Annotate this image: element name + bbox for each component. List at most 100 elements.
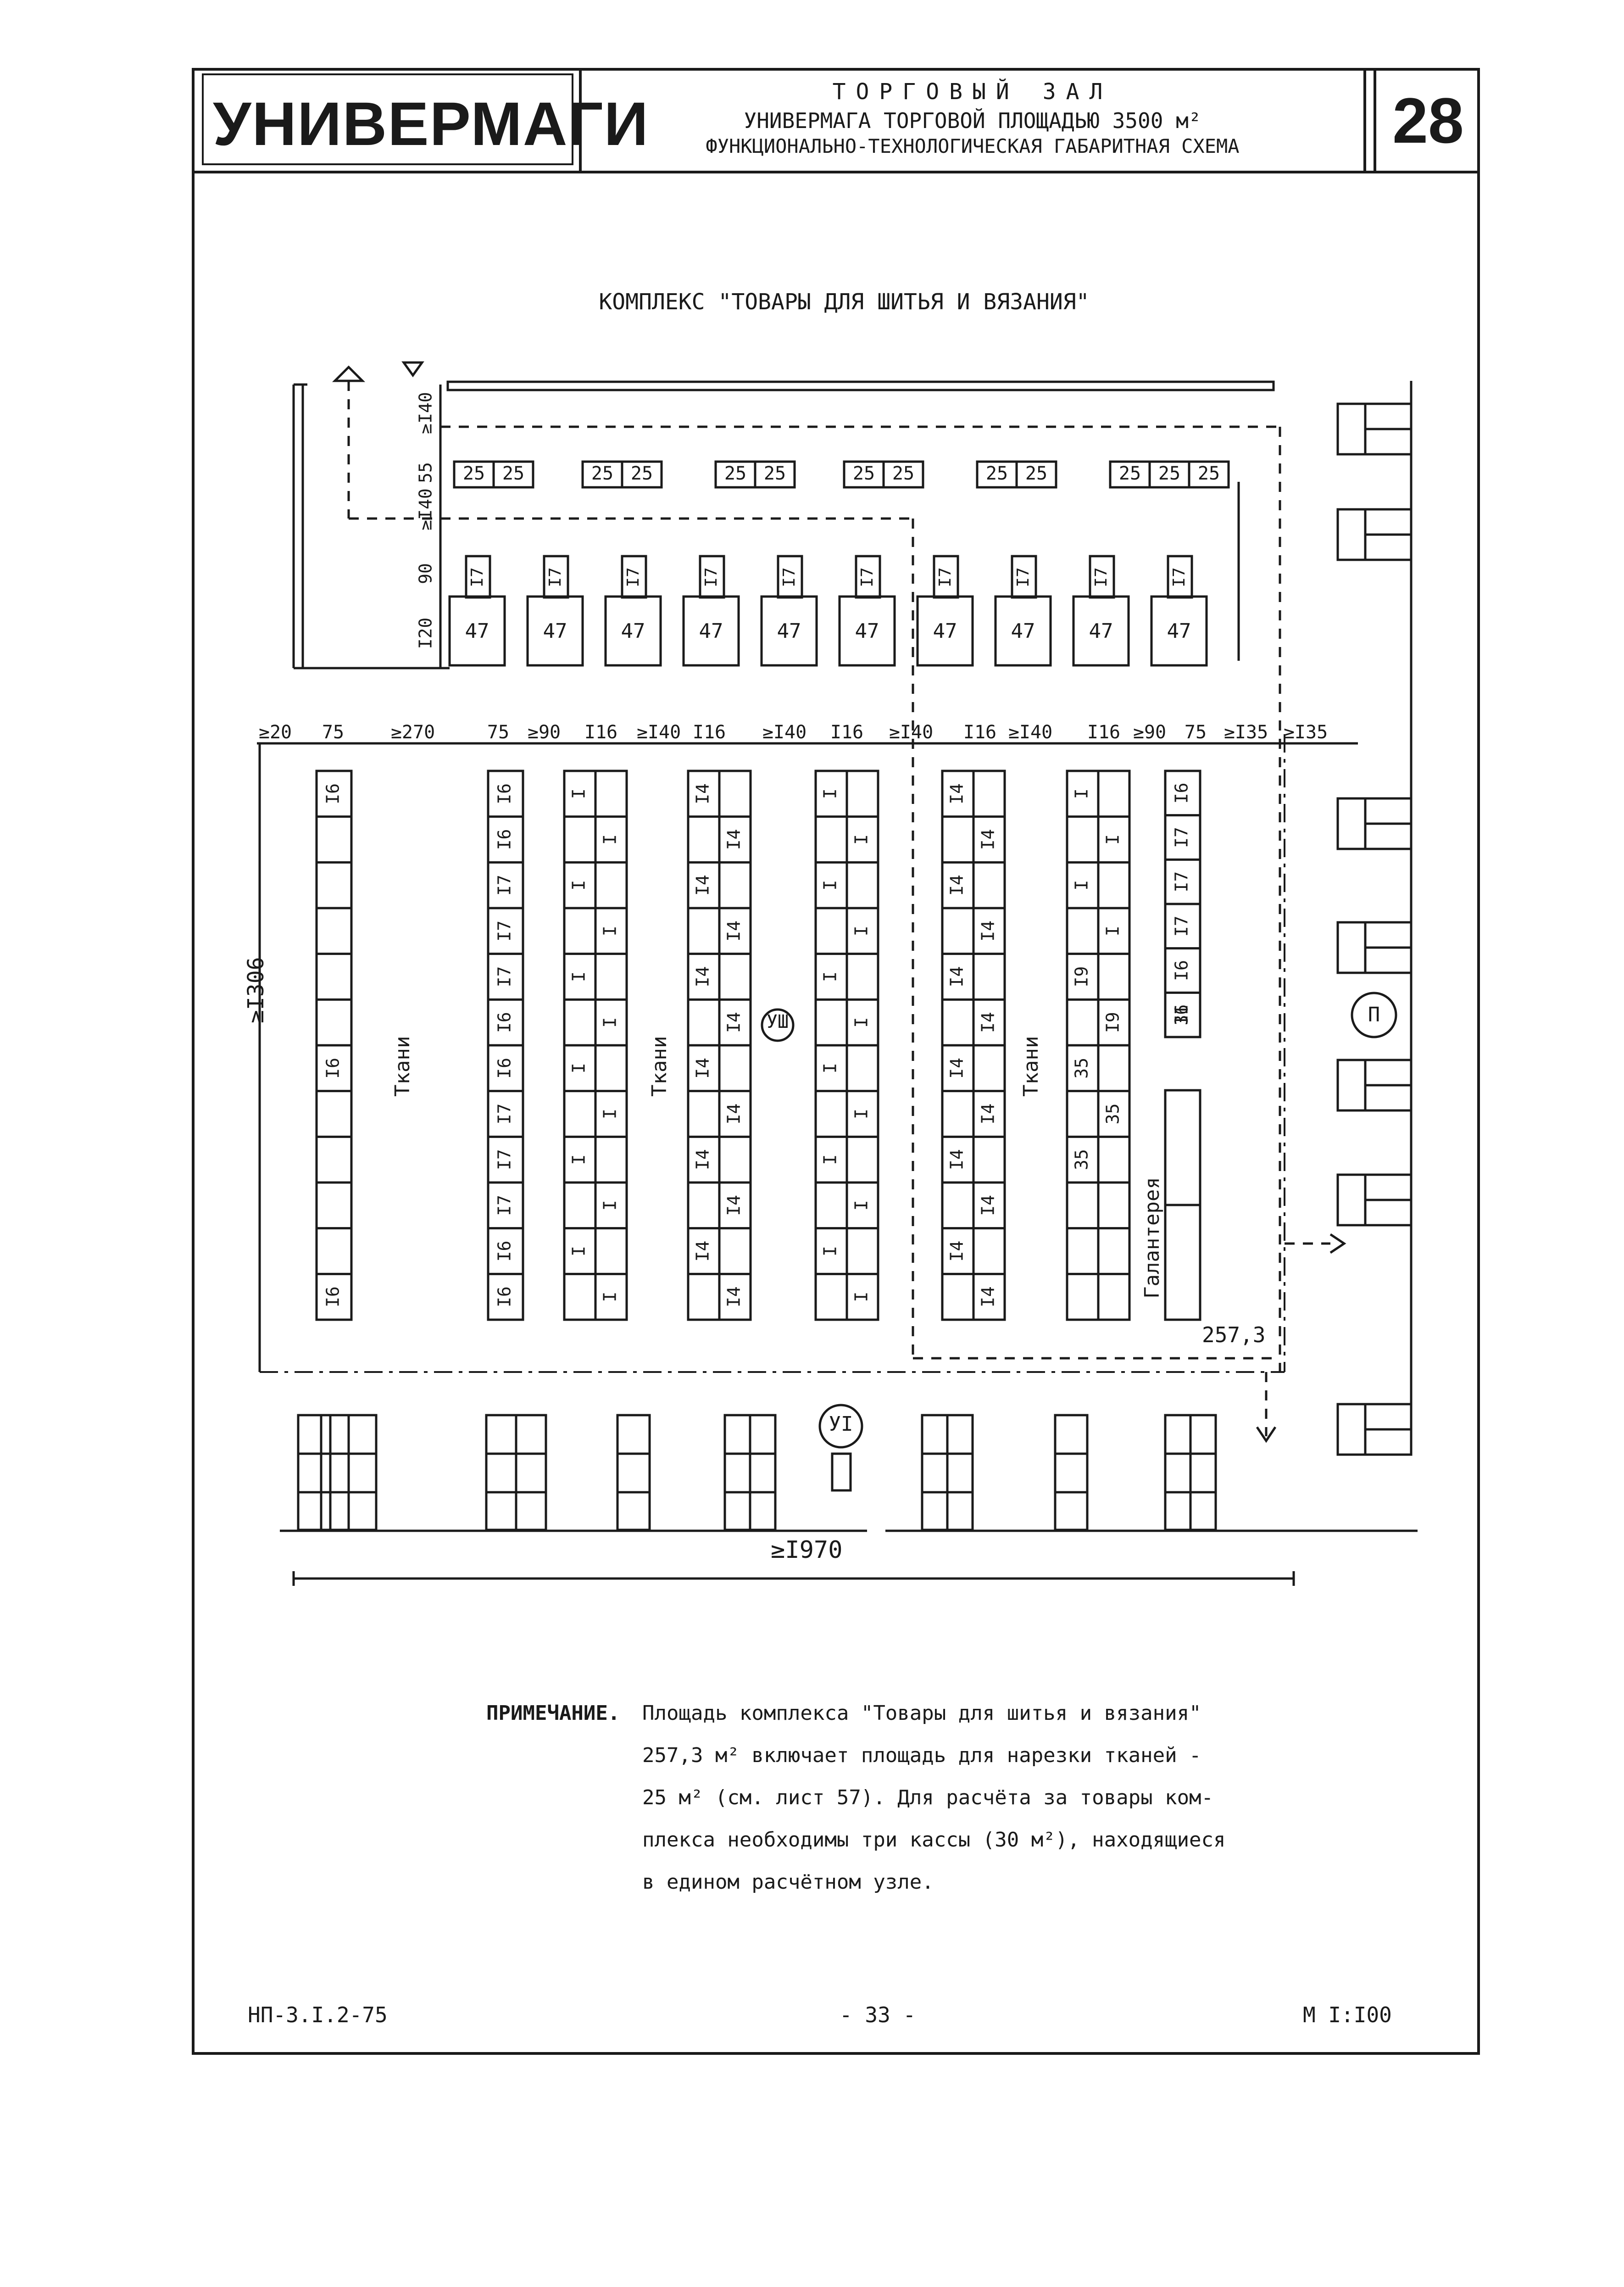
complex-title: КОМПЛЕКС "ТОВАРЫ ДЛЯ ШИТЬЯ И ВЯЗАНИЯ"	[599, 289, 1090, 315]
zone-label-fabrics-2: Ткани	[648, 1036, 671, 1097]
large-rack-label: 47	[855, 619, 879, 643]
footer-doc-code: НП-3.I.2-75	[248, 2003, 388, 2027]
width-dimension-label: ≥I970	[771, 1536, 843, 1564]
rack-cell-label: I4	[947, 875, 967, 896]
horizontal-dim-label: ≥90	[528, 722, 561, 743]
small-rack-label: I7	[702, 567, 721, 587]
rack-cell-label: I	[1072, 880, 1092, 891]
rack-cell-label: I6	[495, 783, 515, 804]
rack-cell-label: I	[1103, 926, 1123, 936]
area-label: 257,3	[1202, 1322, 1266, 1347]
rack-cell-label: I4	[693, 783, 713, 804]
large-rack	[1072, 595, 1130, 667]
zone-label-haberdashery: Галантерея	[1140, 1177, 1164, 1299]
header-divider-left	[579, 68, 582, 173]
rack-cell-label: I	[569, 788, 589, 799]
top-cell-label: 25	[853, 463, 875, 484]
sheet-number: 28	[1392, 84, 1464, 156]
rack-cell-label: I6	[1172, 1004, 1192, 1026]
circle-label-u1: УI	[829, 1412, 853, 1436]
top-cell-label: 25	[1025, 463, 1047, 484]
horizontal-dim-label: I16	[830, 722, 863, 743]
rack-cell-label: I	[851, 1200, 872, 1210]
rack-cell-label: I6	[1172, 960, 1192, 981]
rack-cell-label: I	[569, 1246, 589, 1256]
rack-cell-label: I4	[724, 920, 744, 942]
rack-cell-label: I4	[978, 1195, 998, 1216]
rack-cell-label: I7	[1172, 871, 1192, 892]
zone-label-fabrics-1: Ткани	[391, 1036, 414, 1097]
rack-cell-label: I4	[693, 875, 713, 896]
rack-cell-label: I	[569, 1155, 589, 1165]
footer-page-number: - 33 -	[840, 2003, 916, 2027]
circle-p	[1351, 992, 1397, 1038]
small-rack-label: I7	[936, 567, 955, 587]
large-rack	[526, 595, 584, 667]
rack-cell-label: I	[820, 788, 840, 799]
header-divider-right2	[1374, 68, 1376, 173]
rack-cell-label: I	[600, 834, 620, 845]
cashier-stand	[831, 1452, 852, 1492]
small-rack-label: I7	[1014, 567, 1033, 587]
top-cell-label: 25	[1119, 463, 1141, 484]
horizontal-dim-label: ≥I40	[1008, 722, 1052, 743]
rack-cell-label: I7	[495, 966, 515, 987]
rack-cell-label: I4	[947, 966, 967, 987]
rack-cell-label: I4	[978, 920, 998, 942]
note-label: ПРИМЕЧАНИЕ.	[486, 1701, 620, 1725]
rack-cell-label: I4	[978, 1012, 998, 1033]
header-bottom-rule	[192, 171, 1480, 173]
bottom-window	[297, 1414, 332, 1531]
rack-cell-label: I6	[495, 1012, 515, 1033]
rack-cell-label: I7	[495, 1149, 515, 1170]
series-logo-box: УНИВЕРМАГИ	[202, 73, 648, 165]
rack-cell-label: I4	[693, 1058, 713, 1079]
horizontal-dim-label: ≥I40	[637, 722, 681, 743]
top-cell-group	[1109, 460, 1230, 489]
rack-cell-label: I4	[693, 1149, 713, 1170]
small-rack-label: I7	[780, 567, 799, 587]
small-rack-label: I7	[858, 567, 877, 587]
rack-cell-label: I7	[495, 1195, 515, 1216]
rack-cell-label: I7	[1172, 827, 1192, 848]
rack-cell-label: I9	[1072, 966, 1092, 987]
rack-cell-label: I6	[495, 1286, 515, 1307]
zone-label-fabrics-3: Ткани	[1019, 1036, 1043, 1097]
horizontal-dim-label: ≥I40	[762, 722, 806, 743]
top-cell-label: 25	[892, 463, 914, 484]
top-cell-label: 25	[502, 463, 524, 484]
large-rack	[838, 595, 896, 667]
horizontal-dim-label: I16	[584, 722, 617, 743]
circle-label-ush: УШ	[766, 1011, 789, 1032]
height-dimension-label: ≥I306	[243, 957, 269, 1024]
large-rack-label: 47	[543, 619, 567, 643]
rack-cell-label: I	[820, 1155, 840, 1165]
rack-cell-label: 35	[1072, 1058, 1092, 1079]
circle-ush	[761, 1008, 795, 1042]
rack-cell-label: I7	[495, 875, 515, 896]
horizontal-dim-label: I16	[693, 722, 726, 743]
rack-cell-label: I	[569, 880, 589, 891]
rack-cell-label: I4	[724, 1286, 744, 1307]
rack-cell-label: I4	[693, 1241, 713, 1262]
horizontal-dim-label: I16	[1087, 722, 1120, 743]
horizontal-dim-label: ≥20	[259, 722, 292, 743]
rack-cell-label: I	[1103, 834, 1123, 845]
note-line-4: плекса необходимы три кассы (30 м²), нах…	[642, 1828, 1226, 1852]
horizontal-dim-label: ≥270	[391, 722, 435, 743]
rack-cell-label: I	[851, 926, 872, 936]
small-rack-label: I7	[624, 567, 643, 587]
note-line-3: 25 м² (см. лист 57). Для расчёта за това…	[642, 1786, 1214, 1809]
rack-cell-label: I4	[978, 1286, 998, 1307]
top-wall-bar	[446, 380, 1275, 391]
arrow-down-icon	[1256, 1426, 1277, 1443]
rack-cell-label: I9	[1103, 1012, 1123, 1033]
large-rack-label: 47	[465, 619, 489, 643]
rack-cell-label: I4	[693, 966, 713, 987]
top-cell-label: 25	[764, 463, 786, 484]
small-rack-label: I7	[1170, 567, 1189, 587]
rack-cell-label: I	[851, 834, 872, 845]
title-line-2: УНИВЕРМАГА ТОРГОВОЙ ПЛОЩАДЬЮ 3500 м²	[744, 108, 1201, 133]
large-rack-label: 47	[1011, 619, 1035, 643]
